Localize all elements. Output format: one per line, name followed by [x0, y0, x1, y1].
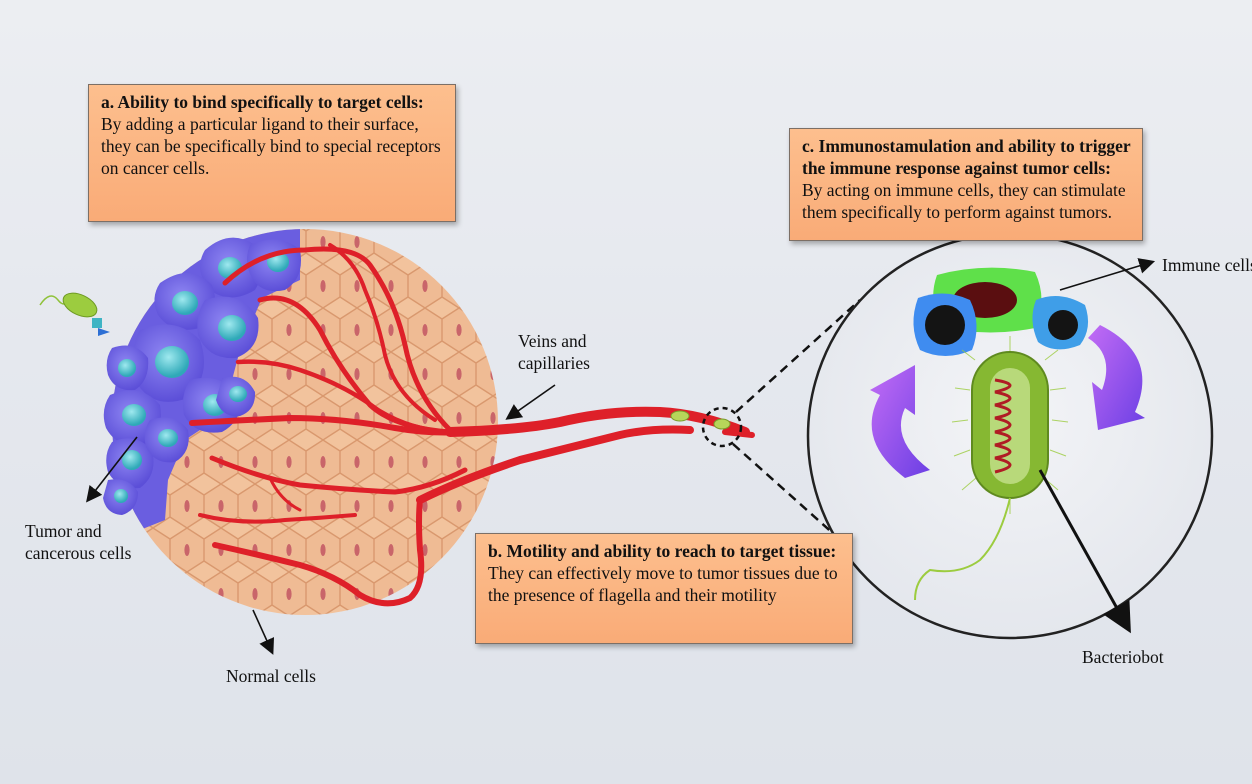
bacterium-small: [40, 288, 110, 336]
callout-binding-body: By adding a particular ligand to their s…: [101, 114, 441, 178]
label-bacteriobot: Bacteriobot: [1082, 646, 1164, 668]
label-tumor-cells: Tumor and cancerous cells: [25, 520, 135, 564]
callout-binding-heading: a. Ability to bind specifically to targe…: [101, 92, 424, 112]
tissue-circle: [100, 225, 498, 615]
label-immune-cells: Immune cells: [1162, 254, 1252, 276]
callout-immunostimulation: c. Immunostamulation and ability to trig…: [789, 128, 1143, 241]
label-normal-cells: Normal cells: [226, 665, 316, 687]
callout-binding: a. Ability to bind specifically to targe…: [88, 84, 456, 222]
detail-circle: [808, 234, 1212, 638]
callout-motility-body: They can effectively move to tumor tissu…: [488, 563, 838, 605]
callout-motility: b. Motility and ability to reach to targ…: [475, 533, 853, 644]
callout-immunostimulation-heading: c. Immunostamulation and ability to trig…: [802, 136, 1130, 178]
callout-motility-heading: b. Motility and ability to reach to targ…: [488, 541, 836, 561]
callout-immunostimulation-body: By acting on immune cells, they can stim…: [802, 180, 1126, 222]
label-veins: Veins and capillaries: [518, 330, 628, 374]
